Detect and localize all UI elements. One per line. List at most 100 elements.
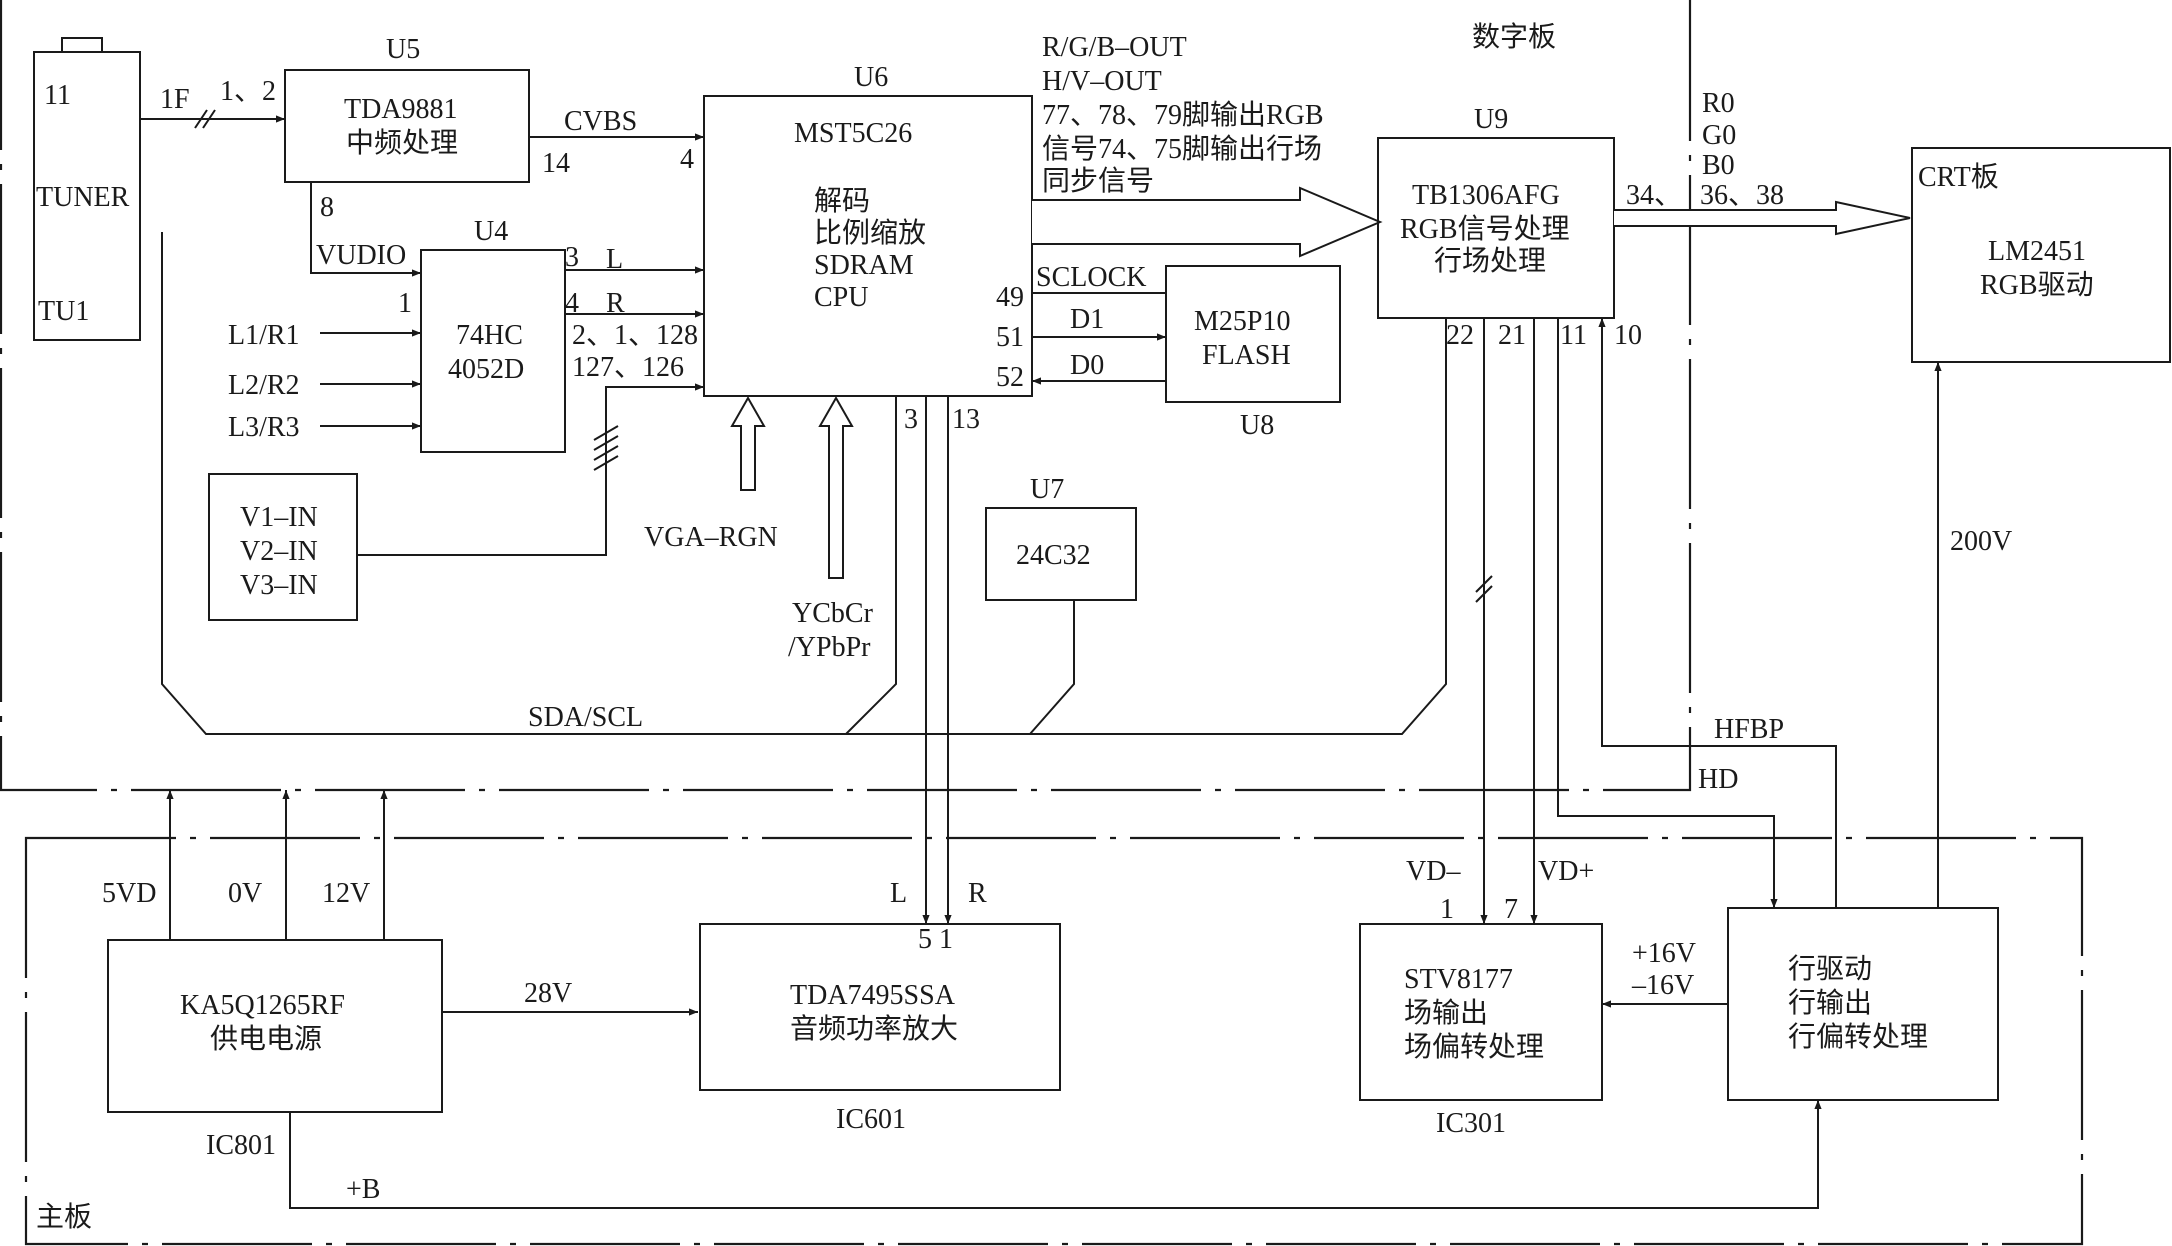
u6-pin51: 51 bbox=[996, 322, 1024, 353]
horizontal-drive-block: 行驱动 行输出 行偏转处理 bbox=[1727, 907, 1999, 1101]
v5vd-label: 5VD bbox=[102, 878, 156, 909]
if-bus-tick bbox=[202, 109, 216, 129]
m16v-label: –16V bbox=[1631, 970, 1694, 1001]
u6-line1: MST5C26 bbox=[794, 118, 912, 149]
d1-label: D1 bbox=[1070, 304, 1104, 335]
u5-pin8: 8 bbox=[320, 192, 334, 223]
u5-ref: U5 bbox=[386, 34, 420, 65]
ic801-ref: IC801 bbox=[206, 1130, 276, 1161]
ic301-block: STV8177 场输出 场偏转处理 1 7 IC301 bbox=[1359, 894, 1603, 1139]
v12v-label: 12V bbox=[322, 878, 370, 909]
video-in-wire bbox=[357, 383, 704, 556]
u4-block: U4 74HC 4052D 1 3 4 2、1、128 127、126 bbox=[398, 216, 698, 453]
main-board-label: 主板 bbox=[36, 1201, 92, 1233]
u6-ref: U6 bbox=[854, 62, 888, 93]
ic801-line2: 供电电源 bbox=[210, 1023, 322, 1055]
d0-label: D0 bbox=[1070, 350, 1104, 381]
u4-line2: 4052D bbox=[448, 354, 524, 385]
vin-line1: V1–IN bbox=[240, 502, 318, 533]
plus-b-wire bbox=[289, 1100, 1822, 1209]
video-inputs-block: V1–IN V2–IN V3–IN bbox=[208, 473, 358, 621]
ic301-pin1: 1 bbox=[1440, 894, 1454, 925]
if-label: 1F bbox=[160, 84, 190, 115]
video-bus-tick bbox=[593, 445, 619, 461]
rgb-out-label: R/G/B–OUT bbox=[1042, 32, 1187, 63]
u4-pins-b: 127、126 bbox=[572, 352, 684, 383]
ic301-line1: STV8177 bbox=[1404, 964, 1513, 995]
u6-line3: 比例缩放 bbox=[814, 217, 926, 249]
u8-block: M25P10 FLASH U8 bbox=[1165, 265, 1341, 441]
if-bus-tick bbox=[194, 109, 208, 129]
video-bus-tick bbox=[593, 435, 619, 451]
u8-line1: M25P10 bbox=[1194, 306, 1290, 337]
u9-pins-out-b: 36、38 bbox=[1700, 180, 1784, 211]
main-audio-l-label: L bbox=[890, 878, 907, 909]
l3r3-label: L3/R3 bbox=[228, 412, 300, 443]
l2r2-label: L2/R2 bbox=[228, 370, 300, 401]
audio-r-label: R bbox=[606, 288, 625, 319]
ypbpr-label: /YPbPr bbox=[788, 632, 871, 663]
v200-label: 200V bbox=[1950, 526, 2012, 557]
hdrv-line3: 行偏转处理 bbox=[1788, 1021, 1928, 1053]
u8-line2: FLASH bbox=[1202, 340, 1291, 371]
u5-line1: TDA9881 bbox=[344, 94, 458, 125]
pins-rgb-label: 77、78、79脚输出RGB bbox=[1042, 99, 1324, 131]
digital-board-label: 数字板 bbox=[1472, 21, 1556, 53]
u8-ref: U8 bbox=[1240, 410, 1274, 441]
vudio-label: VUDIO bbox=[316, 240, 406, 271]
u4-pin1: 1 bbox=[398, 288, 412, 319]
u4-ref: U4 bbox=[474, 216, 508, 247]
u9-block: U9 TB1306AFG RGB信号处理 行场处理 22 21 11 10 34… bbox=[1377, 104, 1784, 351]
video-bus-tick bbox=[593, 425, 619, 441]
u9-pins-out-a: 34、 bbox=[1626, 180, 1682, 211]
digital-board-outline bbox=[0, 0, 1692, 792]
vd-bus-tick bbox=[1475, 585, 1493, 603]
vd-minus-label: VD– bbox=[1406, 856, 1461, 887]
ic801-line1: KA5Q1265RF bbox=[180, 990, 345, 1021]
u6-block: U6 MST5C26 解码 比例缩放 SDRAM CPU 4 49 51 52 … bbox=[680, 62, 1033, 435]
cvbs-label: CVBS bbox=[564, 106, 637, 137]
tuner-block: 11 TUNER TU1 bbox=[33, 37, 141, 341]
vd-plus-label: VD+ bbox=[1538, 856, 1594, 887]
vudio-wire bbox=[310, 182, 421, 277]
sda-scl-u9 bbox=[846, 318, 1447, 735]
ic301-ref: IC301 bbox=[1436, 1108, 1506, 1139]
u4-line1: 74HC bbox=[456, 320, 523, 351]
ic601-line2: 音频功率放大 bbox=[790, 1013, 958, 1045]
v28v-label: 28V bbox=[524, 978, 572, 1009]
ic301-line2: 场输出 bbox=[1404, 997, 1488, 1029]
u6-pin13: 13 bbox=[952, 404, 980, 435]
u5-block: U5 TDA9881 中频处理 8 14 bbox=[284, 34, 570, 223]
u6-line5: CPU bbox=[814, 282, 868, 313]
u6-line2: 解码 bbox=[814, 185, 870, 217]
u6-line4: SDRAM bbox=[814, 250, 914, 281]
ic301-line3: 场偏转处理 bbox=[1404, 1031, 1544, 1063]
u9-line2: RGB信号处理 bbox=[1400, 213, 1570, 245]
p16v-label: +16V bbox=[1632, 938, 1696, 969]
hdrv-line1: 行驱动 bbox=[1788, 953, 1872, 985]
u9-pin21: 21 bbox=[1498, 320, 1526, 351]
u9-ref: U9 bbox=[1474, 104, 1508, 135]
u7-line1: 24C32 bbox=[1016, 540, 1091, 571]
u4-pin4: 4 bbox=[565, 288, 579, 319]
video-bus-tick bbox=[593, 455, 619, 471]
ypbpr-input-arrow bbox=[818, 395, 854, 579]
vin-line3: V3–IN bbox=[240, 570, 318, 601]
hd-wire bbox=[1557, 318, 1778, 908]
l1r1-label: L1/R1 bbox=[228, 320, 300, 351]
tuner-name: TUNER bbox=[36, 182, 130, 213]
u9-line3: 行场处理 bbox=[1434, 245, 1546, 277]
main-board-outline bbox=[24, 836, 2084, 1246]
sda-scl-label: SDA/SCL bbox=[528, 702, 643, 733]
u9-pin11: 11 bbox=[1560, 320, 1587, 351]
u4-pin3: 3 bbox=[565, 242, 579, 273]
u7-block: U7 24C32 bbox=[985, 474, 1137, 601]
u6-pin52: 52 bbox=[996, 362, 1024, 393]
u7-ref: U7 bbox=[1030, 474, 1064, 505]
u5-pin14: 14 bbox=[542, 148, 570, 179]
if-pins: 1、2 bbox=[220, 76, 276, 107]
ic601-line1: TDA7495SSA bbox=[790, 980, 956, 1011]
vd-bus-tick bbox=[1475, 575, 1493, 593]
vin-line2: V2–IN bbox=[240, 536, 318, 567]
